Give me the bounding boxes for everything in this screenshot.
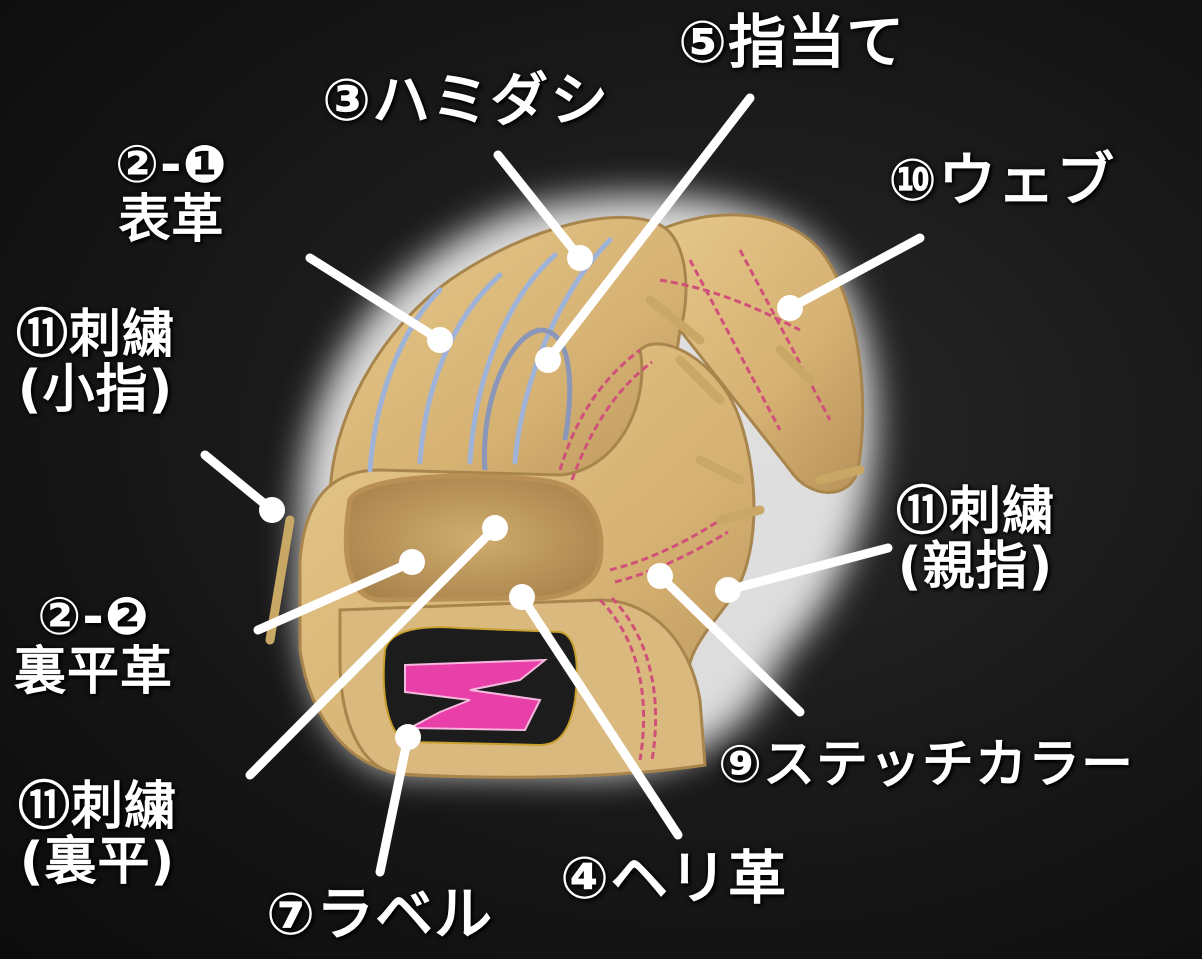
label-back-flat-leather-text: 裏平革 bbox=[14, 641, 174, 702]
label-embroidery-thumb: ⑪刺繍 (親指) bbox=[896, 485, 1055, 594]
label-embroidery-back: ⑪刺繍 (裏平) bbox=[18, 780, 177, 889]
label-brand-label: ⑦ラベル bbox=[266, 880, 494, 948]
glove-lacing bbox=[265, 295, 865, 645]
label-embroidery-pinky: ⑪刺繍 (小指) bbox=[16, 308, 175, 417]
leader-dots bbox=[259, 245, 803, 750]
label-embroidery-thumb-number: ⑪刺繍 bbox=[896, 482, 1056, 542]
label-web: ⑩ウェブ bbox=[888, 146, 1116, 214]
label-outer-leather-text: 表革 bbox=[118, 189, 225, 250]
label-stitch-color: ⑨ステッチカラー bbox=[718, 735, 1135, 795]
label-embroidery-thumb-text: (親指) bbox=[897, 536, 1054, 597]
label-hamidashi: ③ハミダシ bbox=[322, 66, 610, 134]
thumb-stitching bbox=[558, 249, 832, 761]
label-edge-leather: ④ヘリ革 bbox=[560, 844, 788, 912]
label-embroidery-back-number: ⑪刺繍 bbox=[18, 777, 178, 837]
label-embroidery-pinky-number: ⑪刺繍 bbox=[16, 305, 176, 365]
label-finger-pad: ⑤指当て bbox=[678, 8, 906, 76]
label-outer-leather-number: ②-❶ bbox=[115, 135, 228, 195]
brand-label bbox=[382, 626, 578, 747]
label-embroidery-back-text: (裏平) bbox=[19, 831, 176, 892]
label-back-flat-leather-number: ②-❷ bbox=[37, 587, 150, 647]
finger-hood-ring bbox=[481, 327, 573, 471]
label-embroidery-pinky-text: (小指) bbox=[17, 359, 174, 420]
label-back-flat-leather: ②-❷ 裏平革 bbox=[14, 590, 173, 699]
leader-lines bbox=[200, 93, 925, 877]
label-outer-leather: ②-❶ 表革 bbox=[115, 138, 228, 247]
